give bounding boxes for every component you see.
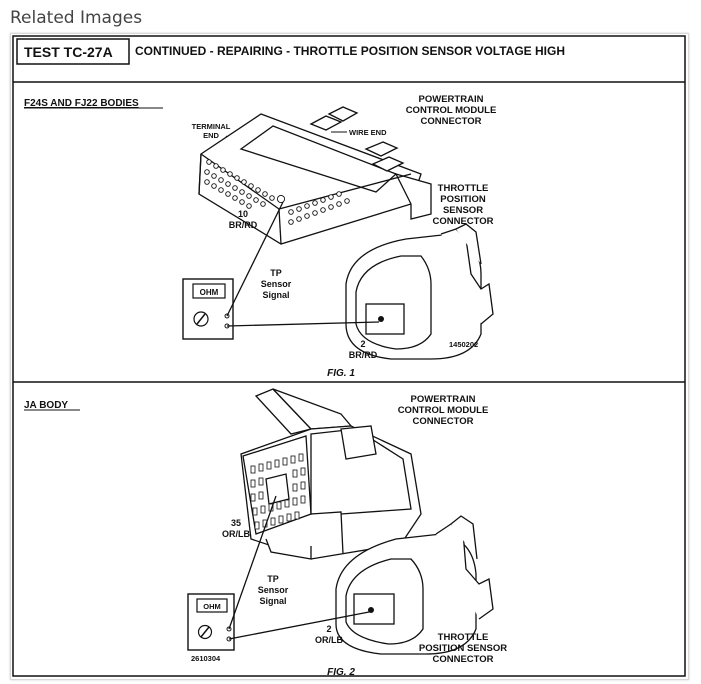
fig1-tps-label-2: POSITION <box>440 194 486 205</box>
fig1-wire-tps-number: 2 <box>360 339 365 349</box>
fig2-caption: FIG. 2 <box>327 667 355 678</box>
fig2-signal-label-3: Signal <box>259 596 286 606</box>
fig2-tps-label-2: POSITION SENSOR <box>419 643 507 654</box>
fig2-pcm-connector-drawing <box>240 388 422 560</box>
fig1-pcm-label-2: CONTROL MODULE <box>406 105 497 116</box>
fig2-tps-label-1: THROTTLE <box>438 632 489 643</box>
fig1-body-label: F24S AND FJ22 BODIES <box>24 98 139 109</box>
fig2-signal-label-2: Sensor <box>258 585 289 595</box>
fig1-wire-end-label: WIRE END <box>349 128 387 137</box>
fig1-wire-tps-color: BR/RD <box>349 350 378 360</box>
fig2-pcm-label-3: CONNECTOR <box>412 416 473 427</box>
fig1-tps-connector-drawing <box>345 223 494 360</box>
fig2-wire-pcm-number: 35 <box>231 518 241 528</box>
fig2-tps-connector-drawing <box>335 515 494 655</box>
document-title: CONTINUED - REPAIRING - THROTTLE POSITIO… <box>135 44 565 58</box>
fig1-terminal-label-1: TERMINAL <box>192 122 231 131</box>
fig1-pcm-pins <box>204 159 350 225</box>
fig1-tps-label-1: THROTTLE <box>438 183 489 194</box>
fig2-pcm-label-1: POWERTRAIN <box>411 394 476 405</box>
fig2-tps-label-3: CONNECTOR <box>432 654 493 665</box>
fig1-pcm-connector-drawing <box>198 106 432 245</box>
fig2-pcm-pins <box>250 453 306 530</box>
fig1-ohmmeter: OHM <box>182 278 234 340</box>
fig2-ohmmeter: OHM <box>187 593 235 651</box>
fig1-signal-label-1: TP <box>270 268 282 278</box>
fig1-signal-label-2: Sensor <box>261 279 292 289</box>
fig1-wire-pcm-color: BR/RD <box>229 220 258 230</box>
fig2-wire-tps-color: OR/LB <box>315 635 343 645</box>
fig2-signal-label-1: TP <box>267 574 279 584</box>
related-image[interactable]: TEST TC-27A CONTINUED - REPAIRING - THRO… <box>10 33 689 680</box>
related-images-heading: Related Images <box>10 8 143 28</box>
test-id: TEST TC-27A <box>24 44 113 60</box>
fig1-pcm-label-1: POWERTRAIN <box>419 94 484 105</box>
fig2-pcm-label-2: CONTROL MODULE <box>398 405 489 416</box>
fig2-body-label: JA BODY <box>24 400 68 411</box>
fig1-wire-pcm-number: 10 <box>238 209 248 219</box>
fig1-pcm-label-3: CONNECTOR <box>420 116 481 127</box>
figure-2: JA BODY POWERTRAIN CONTROL MODULE CONNEC… <box>24 388 507 678</box>
fig1-terminal-label-2: END <box>203 131 219 140</box>
fig2-ohm-display: OHM <box>203 602 221 611</box>
fig2-part-number: 2610304 <box>191 654 221 663</box>
wiring-diagram: TEST TC-27A CONTINUED - REPAIRING - THRO… <box>12 35 686 678</box>
scrollbar[interactable] <box>690 33 696 678</box>
fig1-signal-label-3: Signal <box>262 290 289 300</box>
fig1-part-number: 1450202 <box>449 340 478 349</box>
fig1-ohm-display: OHM <box>200 288 219 297</box>
fig1-caption: FIG. 1 <box>327 368 355 379</box>
fig2-wire-pcm-color: OR/LB <box>222 529 250 539</box>
figure-1: F24S AND FJ22 BODIES POWERTRAIN CONTROL … <box>24 94 496 379</box>
test-id-box <box>16 38 130 65</box>
fig2-wire-tps-number: 2 <box>326 624 331 634</box>
fig1-tps-label-3: SENSOR <box>443 205 483 216</box>
fig1-tps-label-4: CONNECTOR <box>432 216 493 227</box>
